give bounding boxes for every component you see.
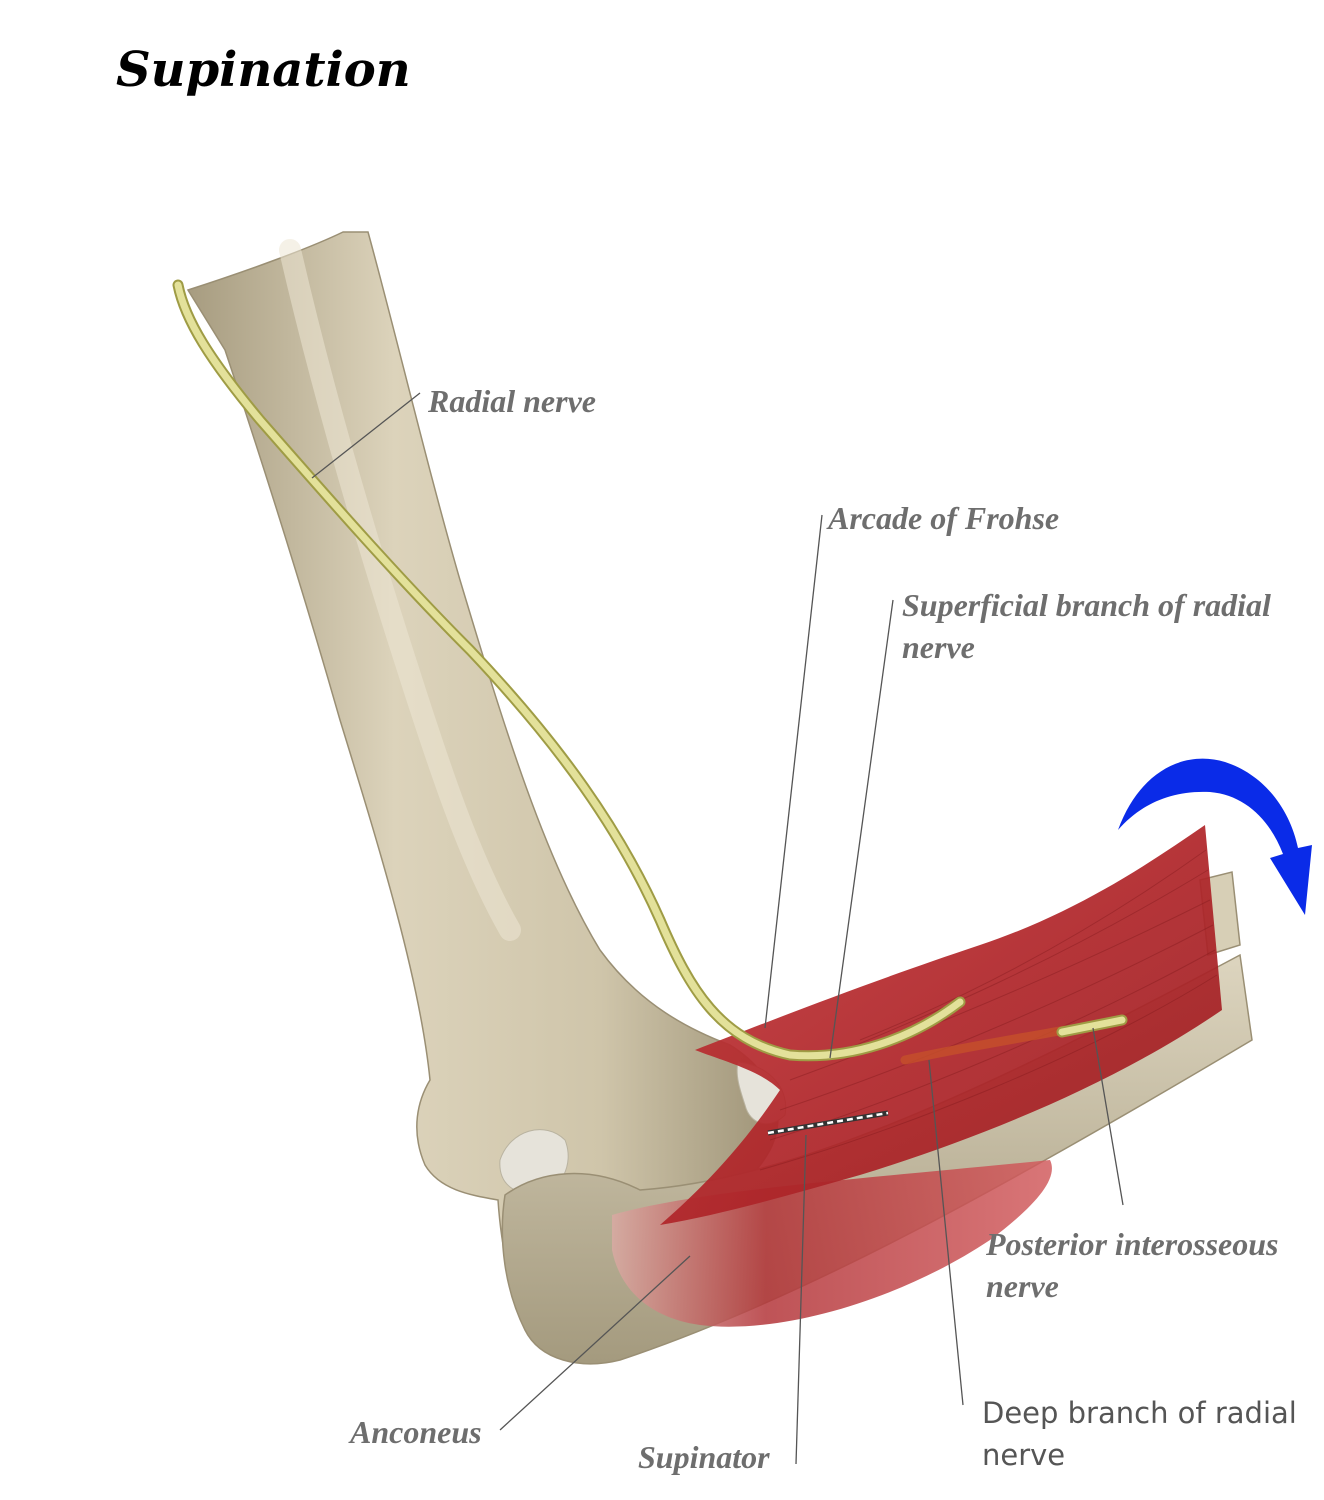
label-deep-branch-line1: Deep branch of radial <box>982 1396 1297 1430</box>
supinator-muscle <box>660 825 1222 1225</box>
leader-superficial-branch <box>829 599 894 1059</box>
radial-nerve-highlight <box>174 281 964 1060</box>
supinator-fibres <box>759 849 1218 1171</box>
label-posterior-interosseous: Posterior interosseous nerve <box>986 1223 1278 1307</box>
label-posterior-interosseous-line1: Posterior interosseous <box>986 1226 1279 1262</box>
leader-supinator <box>795 1134 807 1465</box>
leader-anconeus <box>499 1255 691 1431</box>
leader-lines <box>311 392 1124 1465</box>
rotation-arrow <box>1118 758 1312 915</box>
label-radial-nerve-text: Radial nerve <box>428 383 596 419</box>
label-supinator-text: Supinator <box>638 1439 770 1475</box>
label-supinator: Supinator <box>638 1436 770 1478</box>
label-arcade-of-frohse: Arcade of Frohse <box>828 497 1059 539</box>
label-radial-nerve: Radial nerve <box>428 380 596 422</box>
label-superficial-branch-line1: Superficial branch of radial <box>902 587 1271 623</box>
label-posterior-interosseous-line2: nerve <box>986 1268 1059 1304</box>
label-anconeus: Anconeus <box>350 1411 482 1453</box>
label-deep-branch-line2: nerve <box>982 1438 1066 1472</box>
label-deep-branch: Deep branch of radial nerve <box>982 1392 1297 1476</box>
label-arcade-of-frohse-text: Arcade of Frohse <box>828 500 1060 536</box>
leader-radial-nerve <box>311 392 421 479</box>
posterior-interosseous-nerve-highlight <box>1058 1016 1126 1036</box>
diagram-title: Supination <box>116 42 411 98</box>
label-superficial-branch-line2: nerve <box>902 629 975 665</box>
leader-posterior-interosseous <box>1092 1027 1124 1206</box>
label-anconeus-text: Anconeus <box>350 1414 482 1450</box>
humerus-highlight <box>279 239 521 941</box>
label-superficial-branch: Superficial branch of radial nerve <box>902 584 1271 668</box>
arcade-marker-dashes <box>767 1111 889 1135</box>
deep-branch-nerve <box>900 1025 1070 1065</box>
leader-deep-branch <box>928 1059 964 1406</box>
leader-arcade-of-frohse <box>764 514 823 1029</box>
